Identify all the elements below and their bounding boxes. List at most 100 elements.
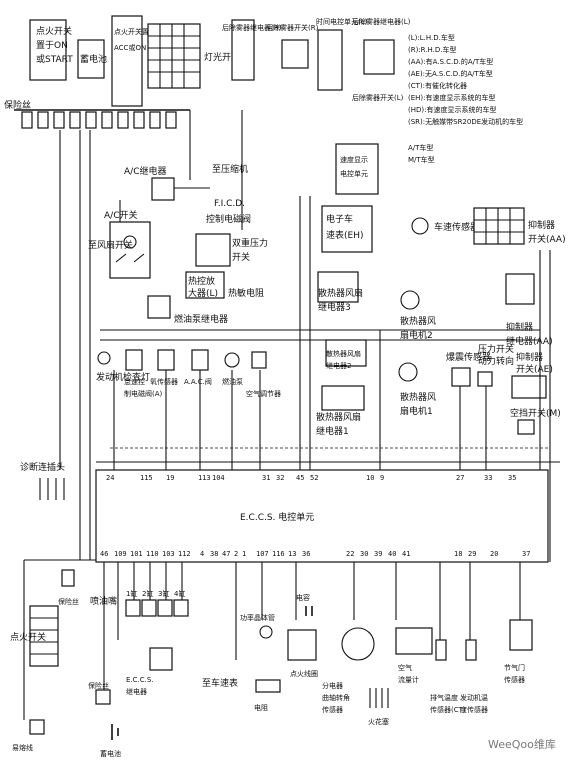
svg-text:109: 109 bbox=[114, 550, 127, 558]
svg-text:32: 32 bbox=[276, 474, 284, 482]
svg-text:散热器风: 散热器风 bbox=[400, 315, 436, 327]
svg-text:101: 101 bbox=[130, 550, 143, 558]
bus-wires bbox=[59, 110, 560, 562]
idle-valve: 怠速控 制电磁阀(A) bbox=[124, 349, 163, 398]
svg-text:点火开关置于: 点火开关置于 bbox=[114, 27, 156, 36]
svg-text:灯光开关: 灯光开关 bbox=[204, 51, 240, 63]
svg-text:发动机检查灯: 发动机检查灯 bbox=[96, 371, 150, 383]
check-lamp: 发动机检查灯 bbox=[96, 351, 150, 383]
svg-text:散热器风扇: 散热器风扇 bbox=[326, 349, 361, 358]
svg-text:诊断连插头: 诊断连插头 bbox=[20, 461, 65, 473]
svg-text:39: 39 bbox=[374, 550, 382, 558]
svg-text:氧传感器: 氧传感器 bbox=[150, 377, 178, 386]
svg-text:制电磁阀(A): 制电磁阀(A) bbox=[124, 389, 163, 398]
svg-text:热控放: 热控放 bbox=[188, 275, 215, 287]
thermistor-label: 热敏电阻 bbox=[228, 287, 264, 299]
svg-text:后除雾器继电器(L): 后除雾器继电器(L) bbox=[352, 17, 411, 26]
inhibitor-switch-ae: 抑制器 开关(AE) bbox=[511, 351, 553, 399]
svg-text:双重压力: 双重压力 bbox=[232, 237, 268, 249]
svg-text:M/T车型: M/T车型 bbox=[408, 155, 435, 164]
svg-text:(EH):有速度显示系统的车型: (EH):有速度显示系统的车型 bbox=[408, 93, 496, 102]
svg-text:散热器风: 散热器风 bbox=[400, 391, 436, 403]
battery-top: 蓄电池 bbox=[77, 39, 107, 79]
svg-text:9: 9 bbox=[380, 474, 384, 482]
svg-text:空挡开关(M): 空挡开关(M) bbox=[510, 407, 561, 419]
svg-text:4: 4 bbox=[200, 550, 204, 558]
svg-text:104: 104 bbox=[212, 474, 225, 482]
svg-text:保险丝: 保险丝 bbox=[58, 597, 79, 606]
svg-text:电控单元: 电控单元 bbox=[340, 169, 368, 178]
svg-text:空气: 空气 bbox=[398, 663, 412, 672]
svg-text:点火线圈: 点火线圈 bbox=[290, 669, 318, 678]
svg-text:33: 33 bbox=[484, 474, 492, 482]
ecu-top-pins: 24 115 19 113 104 31 32 45 52 10 9 27 33… bbox=[106, 474, 516, 482]
svg-text:后除雾器开关(R): 后除雾器开关(R) bbox=[266, 23, 319, 32]
coolant-temp-sensor: 发动机温 度传感器 bbox=[460, 639, 488, 714]
svg-text:爆震传感器: 爆震传感器 bbox=[446, 351, 491, 363]
svg-text:蓄电池: 蓄电池 bbox=[80, 53, 107, 65]
svg-text:E.C.C.S. 电控单元: E.C.C.S. 电控单元 bbox=[240, 511, 314, 523]
fuse-row-top: 保险丝 bbox=[4, 99, 190, 129]
eccs-relay: E.C.C.S. 继电器 bbox=[126, 647, 173, 696]
svg-text:继电器: 继电器 bbox=[126, 687, 147, 696]
svg-text:曲轴转角: 曲轴转角 bbox=[322, 693, 350, 702]
svg-text:排气温度: 排气温度 bbox=[430, 693, 458, 702]
diag-connector: 诊断连插头 bbox=[20, 461, 65, 500]
throttle-sensor: 节气门 传感器 bbox=[504, 619, 533, 684]
to-tacho-label: 至车速表 bbox=[202, 677, 238, 689]
ac-relay: A/C继电器 bbox=[124, 165, 175, 201]
fuse-bottom: 保险丝 bbox=[58, 569, 79, 606]
exhaust-temp-sensor: 排气温度 传感器(CT) bbox=[430, 639, 466, 714]
svg-text:怠速控: 怠速控 bbox=[124, 377, 145, 386]
svg-text:24: 24 bbox=[106, 474, 114, 482]
svg-text:52: 52 bbox=[310, 474, 318, 482]
dual-pressure-switch: 双重压力 开关 bbox=[195, 233, 268, 267]
watermark: WeeQoo维库 bbox=[488, 738, 556, 751]
svg-text:开关(AA): 开关(AA) bbox=[528, 233, 566, 245]
legend: (L):L.H.D.车型 (R):R.H.D.车型 (AA):有A.S.C.D.… bbox=[408, 33, 523, 164]
bottom-bus bbox=[23, 559, 521, 720]
svg-text:27: 27 bbox=[456, 474, 464, 482]
rear-fog-switch-r: 后除雾器开关(R) bbox=[266, 23, 319, 69]
svg-text:扇电机2: 扇电机2 bbox=[400, 329, 433, 341]
ignition-switch-bottom: 点火开关 bbox=[10, 605, 59, 667]
svg-text:46: 46 bbox=[100, 550, 108, 558]
svg-text:40: 40 bbox=[388, 550, 396, 558]
ignition-switch-top: 点火开关 置于ON 或START bbox=[29, 19, 73, 81]
svg-text:继电器3: 继电器3 bbox=[318, 301, 351, 313]
fuel-pump-relay: 燃油泵继电器 bbox=[147, 295, 228, 325]
neutral-switch: 空挡开关(M) bbox=[510, 407, 561, 435]
svg-text:继电器(AA): 继电器(AA) bbox=[506, 335, 553, 347]
svg-text:大器(L): 大器(L) bbox=[188, 287, 218, 299]
svg-text:2缸: 2缸 bbox=[142, 589, 153, 598]
svg-text:37: 37 bbox=[522, 550, 530, 558]
svg-text:1缸: 1缸 bbox=[126, 589, 137, 598]
svg-text:4缸: 4缸 bbox=[174, 589, 185, 598]
svg-text:易熔线: 易熔线 bbox=[12, 743, 33, 752]
resistor: 电阻 bbox=[254, 679, 281, 712]
ignition-acc: 点火开关置于 ACC或ON bbox=[111, 15, 156, 107]
svg-text:抑制器: 抑制器 bbox=[516, 351, 543, 363]
radiator-relay2: 散热器风扇 继电器2 bbox=[325, 339, 367, 370]
svg-text:保险丝: 保险丝 bbox=[4, 99, 31, 111]
svg-text:空气调节器: 空气调节器 bbox=[246, 389, 281, 398]
svg-text:功率晶体管: 功率晶体管 bbox=[240, 613, 275, 622]
svg-text:或START: 或START bbox=[36, 53, 73, 65]
svg-text:(AA):有A.S.C.D.的A/T车型: (AA):有A.S.C.D.的A/T车型 bbox=[408, 57, 493, 66]
svg-text:继电器1: 继电器1 bbox=[316, 425, 349, 437]
knock-sensor: 爆震传感器 bbox=[446, 351, 491, 387]
radiator-motor1: 散热器风 扇电机1 bbox=[398, 362, 436, 417]
svg-text:喷油嘴: 喷油嘴 bbox=[90, 595, 117, 607]
svg-text:A.A.C.阀: A.A.C.阀 bbox=[184, 377, 212, 386]
capacitor: 电容 bbox=[296, 593, 313, 616]
svg-text:A/T车型: A/T车型 bbox=[408, 143, 433, 152]
svg-text:速度显示: 速度显示 bbox=[340, 155, 368, 164]
svg-text:动力转向: 动力转向 bbox=[478, 355, 514, 367]
aac-valve: A.A.C.阀 bbox=[184, 349, 212, 386]
ficd-label: F.I.C.D. bbox=[214, 199, 245, 209]
svg-text:后除雾器继电器(R): 后除雾器继电器(R) bbox=[222, 23, 282, 32]
svg-text:36: 36 bbox=[302, 550, 310, 558]
control-valve-label: 控制电磁阀 bbox=[206, 213, 251, 225]
rear-fog-relay-l: 后除雾器继电器(L) 后除雾器开关(L) bbox=[352, 17, 411, 102]
